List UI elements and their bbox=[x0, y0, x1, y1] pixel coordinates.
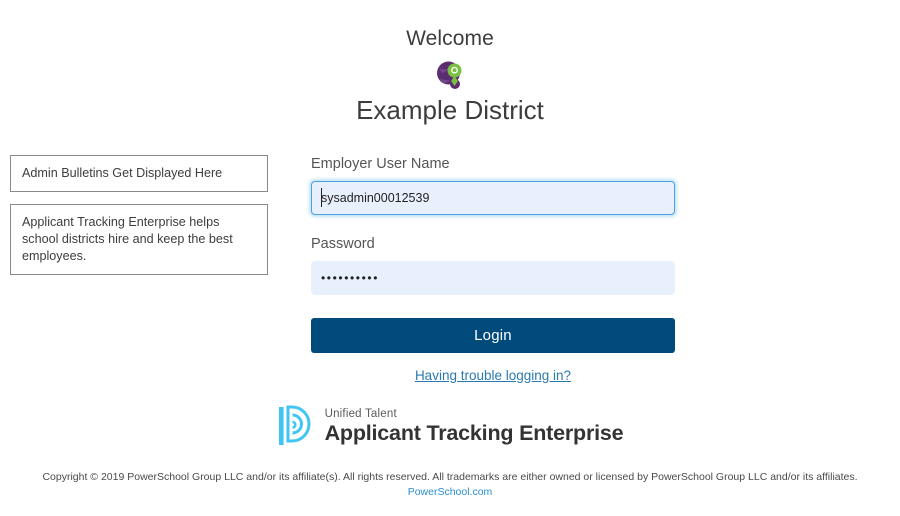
brand-eyebrow: Unified Talent bbox=[324, 407, 397, 420]
username-field-wrapper bbox=[311, 181, 675, 215]
username-input[interactable] bbox=[311, 181, 675, 215]
password-label: Password bbox=[311, 236, 375, 252]
login-form: Employer User Name Password Login Having… bbox=[311, 155, 675, 385]
bulletin-item: Admin Bulletins Get Displayed Here bbox=[10, 155, 268, 192]
trouble-link-row: Having trouble logging in? bbox=[311, 367, 675, 385]
brand-text: Unified Talent Applicant Tracking Enterp… bbox=[325, 407, 624, 446]
username-label: Employer User Name bbox=[311, 156, 450, 172]
page-header: Welcome Example District bbox=[0, 0, 900, 127]
password-field-wrapper bbox=[311, 261, 675, 295]
bulletin-item: Applicant Tracking Enterprise helps scho… bbox=[10, 204, 268, 275]
login-button[interactable]: Login bbox=[311, 318, 675, 353]
brand-product-name: Applicant Tracking Enterprise bbox=[324, 420, 624, 445]
powerschool-p-icon bbox=[278, 405, 311, 445]
globe-pin-icon bbox=[437, 61, 462, 89]
copyright-text: Copyright © 2019 PowerSchool Group LLC a… bbox=[42, 471, 858, 483]
having-trouble-logging-in-link[interactable]: Having trouble logging in? bbox=[414, 368, 572, 383]
bulletin-list: Admin Bulletins Get Displayed Here Appli… bbox=[10, 155, 268, 287]
text-caret bbox=[321, 188, 322, 207]
welcome-heading: Welcome bbox=[406, 27, 494, 50]
password-input[interactable] bbox=[311, 261, 675, 295]
footer-brand: Unified Talent Applicant Tracking Enterp… bbox=[0, 405, 900, 447]
district-name: Example District bbox=[356, 95, 544, 125]
copyright-block: Copyright © 2019 PowerSchool Group LLC a… bbox=[0, 470, 900, 500]
powerschool-site-link[interactable]: PowerSchool.com bbox=[407, 486, 493, 498]
